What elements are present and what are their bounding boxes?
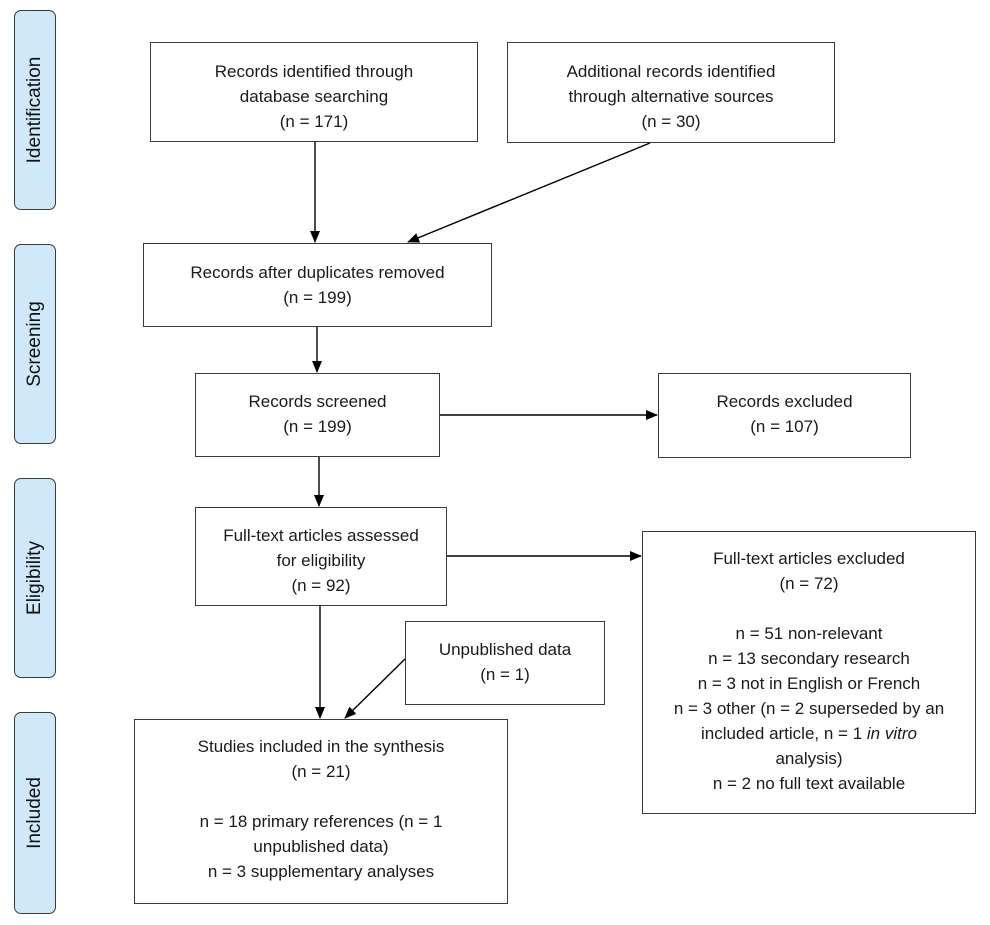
reason-non-relevant: n = 51 non-relevant <box>735 624 883 643</box>
excluded-count: (n = 107) <box>750 417 819 436</box>
phase-identification: Identification <box>14 10 56 210</box>
fulltext-count: (n = 92) <box>291 576 351 595</box>
box-records-excluded: Records excluded (n = 107) <box>658 373 911 458</box>
unpublished-line1: Unpublished data <box>438 640 572 659</box>
unpublished-count: (n = 1) <box>480 665 530 684</box>
screened-count: (n = 199) <box>283 417 352 436</box>
db-search-count: (n = 171) <box>279 112 349 131</box>
phase-screening: Screening <box>14 244 56 444</box>
reason-other-included-text: included article, n = 1 <box>701 724 863 743</box>
alt-sources-line1: Additional records identified <box>566 62 776 81</box>
screened-line1: Records screened <box>248 392 387 411</box>
reason-language: n = 3 not in English or French <box>697 674 921 693</box>
included-detail1: n = 18 primary references (n = 1 <box>199 812 443 831</box>
phase-eligibility: Eligibility <box>14 478 56 678</box>
arrow-unpublished-to-included <box>344 658 406 719</box>
box-database-records: Records identified through database sear… <box>150 42 478 142</box>
dedup-count: (n = 199) <box>283 288 352 307</box>
reason-other-cont: included article, n = 1 in vitro <box>643 721 975 746</box>
arrow-alt-to-dedup <box>407 142 651 243</box>
phase-included: Included <box>14 712 56 914</box>
included-detail3: n = 3 supplementary analyses <box>207 862 435 881</box>
box-records-after-dedup: Records after duplicates removed (n = 19… <box>143 243 492 327</box>
db-search-line1: Records identified through <box>214 62 414 81</box>
box-fulltext-assessed: Full-text articles assessed for eligibil… <box>195 507 447 606</box>
box-studies-included: Studies included in the synthesis (n = 2… <box>134 719 508 904</box>
box-fulltext-excluded: Full-text articles excluded (n = 72) n =… <box>642 531 976 814</box>
fulltext-line2: for eligibility <box>276 551 366 570</box>
fulltext-excluded-line1: Full-text articles excluded <box>713 549 905 568</box>
reason-no-full-text: n = 2 no full text available <box>712 774 906 793</box>
reason-secondary-research: n = 13 secondary research <box>708 649 910 668</box>
alt-sources-line2: through alternative sources <box>568 87 774 106</box>
included-detail2: unpublished data) <box>253 837 389 856</box>
fulltext-excluded-count: (n = 72) <box>779 574 839 593</box>
fulltext-line1: Full-text articles assessed <box>223 526 419 545</box>
db-search-line2: database searching <box>239 87 389 106</box>
alt-sources-count: (n = 30) <box>641 112 701 131</box>
reason-other: n = 3 other (n = 2 superseded by an <box>673 699 945 718</box>
dedup-line1: Records after duplicates removed <box>190 263 445 282</box>
included-count: (n = 21) <box>291 762 351 781</box>
box-records-screened: Records screened (n = 199) <box>195 373 440 457</box>
box-additional-records: Additional records identified through al… <box>507 42 835 143</box>
reason-in-vitro: in vitro <box>866 724 917 743</box>
box-unpublished-data: Unpublished data (n = 1) <box>405 621 605 705</box>
excluded-line1: Records excluded <box>716 392 853 411</box>
reason-analysis: analysis) <box>775 749 843 768</box>
included-line1: Studies included in the synthesis <box>197 737 445 756</box>
